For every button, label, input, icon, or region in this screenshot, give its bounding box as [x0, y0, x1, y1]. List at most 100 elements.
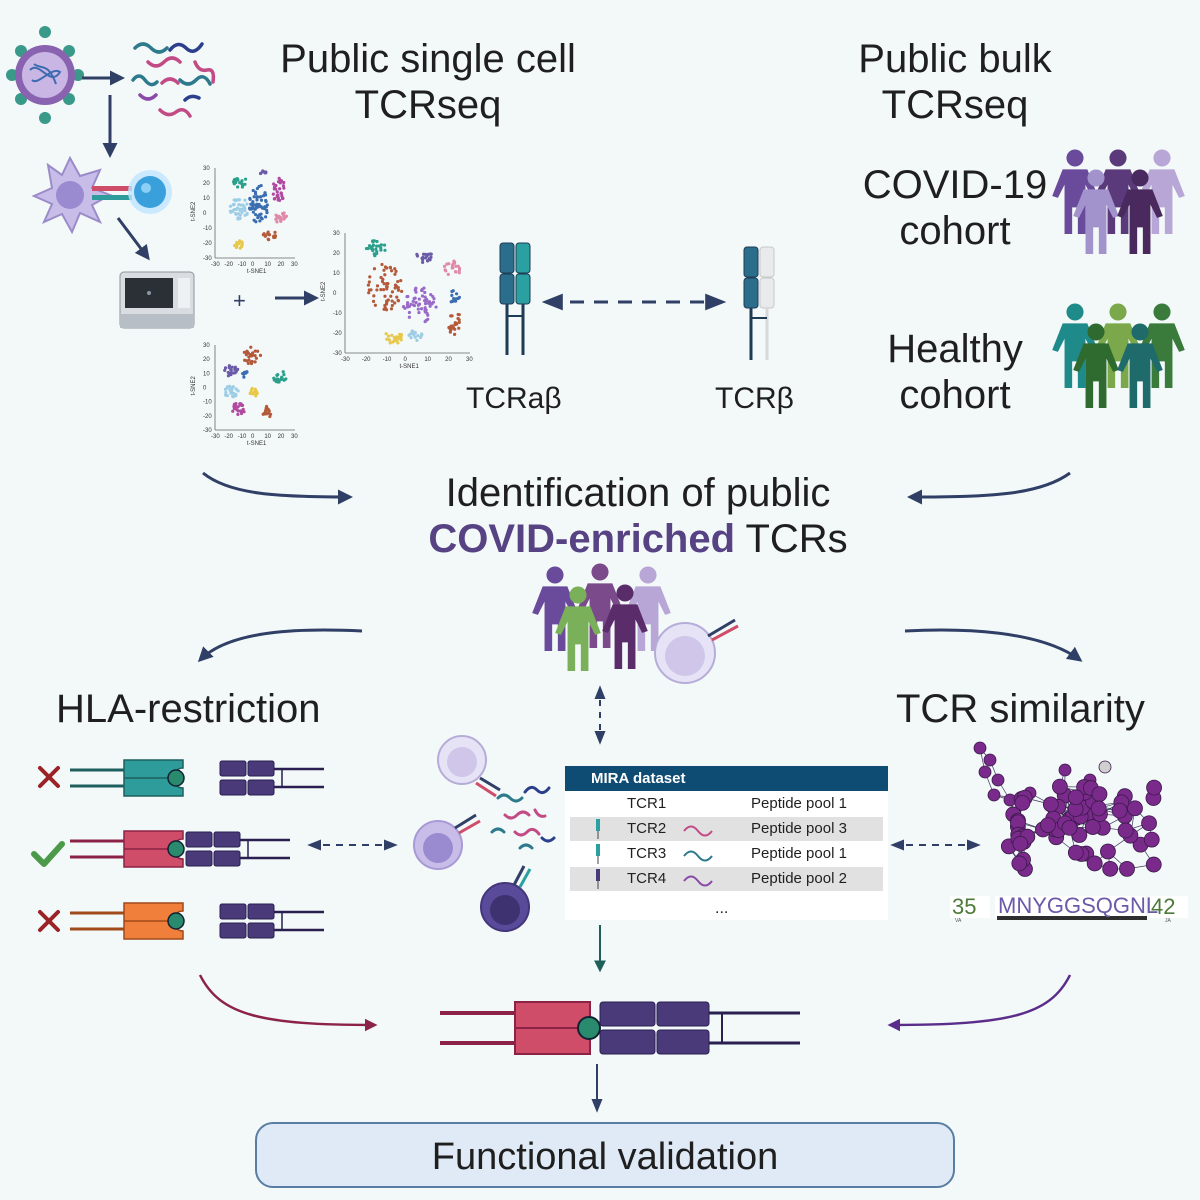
- t-cell-icon: [413, 813, 481, 870]
- mira-row: TCR4 Peptide pool 2: [570, 867, 883, 891]
- svg-text:-10: -10: [238, 262, 247, 268]
- svg-text:-30: -30: [333, 351, 342, 357]
- svg-text:t-SNE2: t-SNE2: [191, 375, 197, 395]
- svg-text:+: +: [233, 288, 246, 313]
- mira-more: ...: [715, 900, 729, 917]
- people-icon: [532, 563, 671, 671]
- svg-text:-20: -20: [333, 331, 342, 337]
- tcr-receptor-icon: [499, 242, 531, 355]
- svg-text:-10: -10: [333, 311, 342, 317]
- mira-peptide: Peptide pool 3: [751, 820, 847, 837]
- cross-icon: [38, 766, 60, 788]
- motif-start: 35: [952, 894, 977, 919]
- svg-text:t-SNE2: t-SNE2: [191, 201, 197, 221]
- mira-row: TCR2 Peptide pool 3: [570, 817, 883, 841]
- svg-text:10: 10: [203, 371, 210, 377]
- people-icon: [1052, 149, 1185, 254]
- mira-row: TCR1 Peptide pool 1: [570, 792, 883, 816]
- motif-end: 42: [1151, 894, 1176, 919]
- tcr-similarity-title: TCR similarity: [896, 687, 1145, 731]
- healthy-cohort-label: Healthy cohort: [887, 327, 1023, 417]
- network-graph-icon: [973, 741, 1162, 877]
- peptide-icon: [683, 875, 713, 887]
- svg-text:-20: -20: [203, 414, 212, 420]
- peptide-icon: [131, 42, 216, 118]
- svg-text:20: 20: [445, 357, 452, 363]
- mira-tcr: TCR4: [627, 870, 667, 887]
- covid-cohort-label: COVID-19 cohort: [862, 163, 1048, 253]
- mira-tcr: TCR1: [627, 795, 667, 812]
- svg-text:-30: -30: [211, 262, 220, 268]
- t-cell-icon: [128, 170, 172, 214]
- svg-text:20: 20: [203, 357, 210, 363]
- svg-text:20: 20: [333, 251, 340, 257]
- tcr-receptor-icon: [743, 246, 775, 360]
- peptide-icon: [490, 785, 556, 850]
- functional-validation-label: Functional validation: [431, 1136, 779, 1178]
- hla-tcr-complex: [440, 1001, 800, 1055]
- hla-restriction-title: HLA-restriction: [56, 687, 321, 731]
- people-icon: [1052, 303, 1185, 408]
- svg-text:0: 0: [333, 291, 337, 297]
- svg-text:t-SNE1: t-SNE1: [247, 441, 267, 447]
- svg-text:-20: -20: [224, 434, 233, 440]
- svg-text:t-SNE2: t-SNE2: [321, 281, 327, 301]
- tcr-ab-label: TCRaβ: [466, 382, 562, 415]
- mira-peptide: Peptide pool 1: [751, 795, 847, 812]
- svg-text:10: 10: [264, 434, 271, 440]
- bulk-title: Public bulk TCRseq: [858, 37, 1052, 127]
- svg-text:30: 30: [333, 231, 340, 237]
- svg-text:30: 30: [203, 343, 210, 349]
- identification-tail: TCRs: [735, 517, 848, 561]
- mira-header: MIRA dataset: [565, 766, 888, 791]
- svg-text:30: 30: [291, 434, 298, 440]
- svg-text:-20: -20: [224, 262, 233, 268]
- svg-text:0: 0: [251, 434, 255, 440]
- identification-title: Identification of public COVID-enriched …: [400, 470, 876, 562]
- tcr-chain-icon: [596, 819, 600, 839]
- svg-text:10: 10: [333, 271, 340, 277]
- svg-text:-10: -10: [238, 434, 247, 440]
- svg-text:-10: -10: [203, 226, 212, 232]
- dendritic-cell-icon: [31, 155, 113, 235]
- virus-icon: [6, 26, 84, 124]
- tcr-chain-icon: [596, 844, 600, 864]
- svg-text:-20: -20: [203, 241, 212, 247]
- svg-text:-30: -30: [203, 428, 212, 434]
- identification-highlight: COVID-enriched: [428, 517, 736, 561]
- svg-text:20: 20: [278, 434, 285, 440]
- svg-text:30: 30: [203, 166, 210, 172]
- peptide-icon: [683, 825, 713, 837]
- peptide-icon: [683, 850, 713, 862]
- svg-text:0: 0: [203, 386, 207, 392]
- identification-line1: Identification of public: [445, 471, 831, 515]
- svg-text:20: 20: [278, 262, 285, 268]
- svg-text:0: 0: [404, 357, 408, 363]
- single-cell-title: Public single cell TCRseq: [280, 37, 576, 127]
- svg-text:-10: -10: [383, 357, 392, 363]
- svg-text:0: 0: [251, 262, 255, 268]
- motif-right-tag: JA: [1165, 918, 1171, 924]
- svg-text:10: 10: [424, 357, 431, 363]
- check-icon: [31, 841, 65, 867]
- mira-peptide: Peptide pool 2: [751, 870, 847, 887]
- tcr-b-label: TCRβ: [715, 382, 794, 415]
- svg-text:20: 20: [203, 181, 210, 187]
- sequence-logo: [950, 896, 1188, 920]
- svg-text:30: 30: [466, 357, 473, 363]
- t-cell-icon: [437, 735, 501, 798]
- svg-text:10: 10: [203, 196, 210, 202]
- mira-peptide: Peptide pool 1: [751, 845, 847, 862]
- functional-validation-box: Functional validation: [255, 1122, 955, 1188]
- t-cell-icon: [480, 865, 532, 932]
- svg-text:0: 0: [203, 211, 207, 217]
- svg-text:t-SNE1: t-SNE1: [400, 364, 420, 370]
- sequencer-icon: [119, 271, 195, 329]
- mira-tcr: TCR3: [627, 845, 667, 862]
- mira-table: MIRA dataset TCR1 Peptide pool 1 TCR2 Pe…: [565, 766, 888, 920]
- motif-left-tag: VA: [955, 918, 962, 924]
